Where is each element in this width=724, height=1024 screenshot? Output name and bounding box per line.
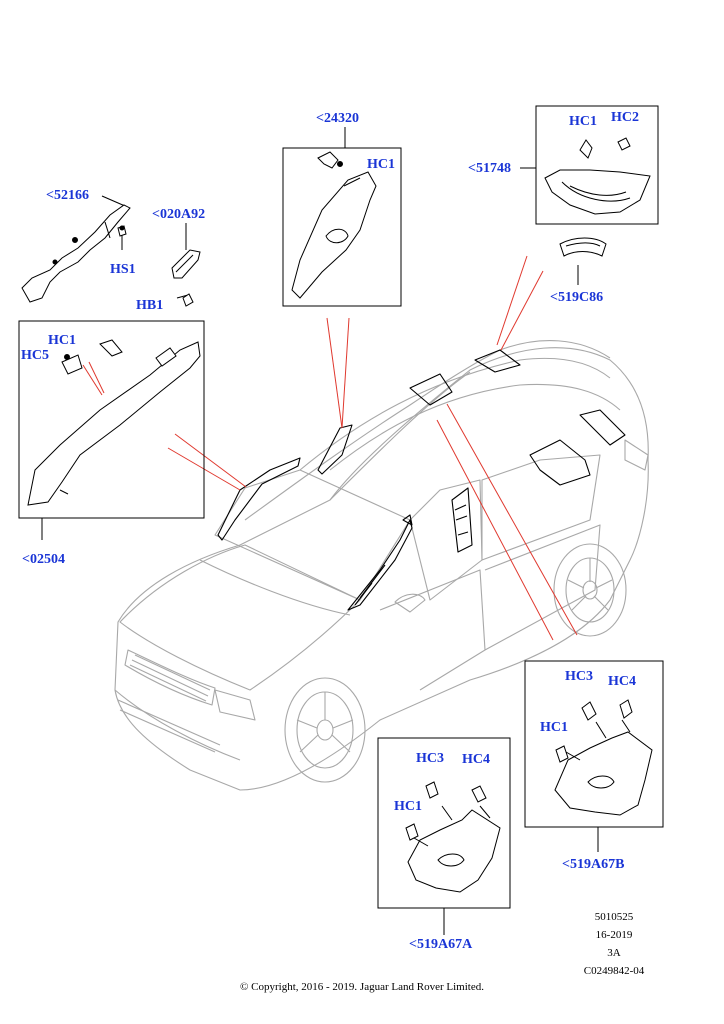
reference-line-1: 5010525 — [594, 911, 634, 923]
label-hc2: HC2 — [611, 110, 639, 125]
label-51748: <51748 — [468, 161, 511, 176]
part-519A67B-trim — [554, 699, 653, 816]
label-hc1-519A67A: HC1 — [394, 799, 422, 814]
label-hc3-519A67B: HC3 — [565, 669, 593, 684]
reference-line-2: 16-2019 — [595, 929, 633, 941]
box-24320 — [282, 147, 402, 307]
label-020A92: <020A92 — [152, 207, 206, 222]
label-hc4-519A67A: HC4 — [462, 752, 490, 767]
label-24320: <24320 — [316, 111, 359, 126]
label-52166: <52166 — [46, 188, 89, 203]
label-519C86: <519C86 — [550, 290, 604, 305]
label-hc3-519A67A: HC3 — [416, 751, 444, 766]
part-519A67A-trim — [405, 781, 501, 893]
box-519A67B — [524, 660, 664, 828]
copyright-notice: © Copyright, 2016 - 2019. Jaguar Land Ro… — [240, 981, 484, 993]
leader-lines — [82, 255, 578, 641]
box-51748 — [535, 105, 659, 225]
part-519C86-cover — [559, 237, 607, 257]
label-hb1: HB1 — [136, 298, 164, 313]
part-hb1-clip — [182, 293, 194, 307]
label-hc4-519A67B: HC4 — [608, 674, 636, 689]
installed-parts — [217, 349, 626, 611]
label-hc1-02504: HC1 — [48, 333, 76, 348]
part-24320-pillar-trim — [291, 151, 377, 299]
label-hc1-519A67B: HC1 — [540, 720, 568, 735]
vehicle-outline — [114, 340, 649, 791]
label-hc1-51748: HC1 — [569, 114, 597, 129]
part-020A92-handle — [171, 249, 201, 279]
label-hs1: HS1 — [110, 262, 136, 277]
part-52166-bracket — [21, 204, 131, 303]
label-519A67B: <519A67B — [562, 857, 625, 872]
part-hs1-clip — [117, 225, 127, 237]
part-51748-trim — [544, 137, 651, 215]
part-02504-pillar-trim — [27, 339, 201, 506]
label-hc5: HC5 — [21, 348, 49, 363]
label-519A67A: <519A67A — [409, 937, 473, 952]
reference-line-4: C0249842-04 — [583, 965, 645, 977]
label-02504: <02504 — [22, 552, 65, 567]
reference-line-3: 3A — [607, 947, 621, 959]
label-hc1-24320: HC1 — [367, 157, 395, 172]
box-02504 — [18, 320, 205, 519]
